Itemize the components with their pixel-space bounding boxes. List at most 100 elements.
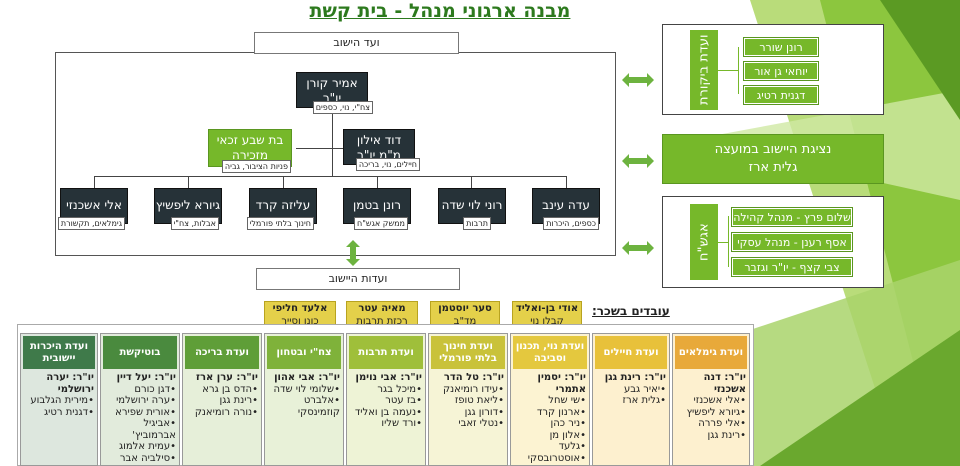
member-box: עליזה קרד חינוך בלתי פורמלי bbox=[246, 188, 317, 230]
connector-line bbox=[718, 70, 738, 71]
member-box: רונן בטמן ממשק אגש"ח bbox=[343, 188, 411, 230]
committee-title: ועדת בריכה bbox=[185, 336, 259, 369]
committee-member: אלברט קוזמינסקי bbox=[268, 395, 340, 418]
staff-role: רכזת תרבות bbox=[356, 316, 408, 327]
committee-body: יו"ר: אבי נוימן מיכל בגר בז עטר נעמה בן … bbox=[348, 372, 424, 430]
committee-member: נעמה בן ואליד bbox=[350, 407, 422, 419]
committee-chair: יו"ר: יעל דיין bbox=[116, 372, 176, 383]
committee-member: אלון מן bbox=[514, 430, 586, 442]
committee-member: רינת גגן bbox=[676, 430, 746, 442]
deputy-tag: חיילים, נוי, בריכה bbox=[355, 158, 420, 171]
member-tag: כספים, היכרות bbox=[543, 217, 599, 230]
committee-member: רינת גגן bbox=[186, 395, 258, 407]
double-arrow-icon bbox=[346, 240, 360, 266]
committee-body: יו"ר: יעל דיין דגן כורם ערה ירושלמי אורי… bbox=[102, 372, 178, 464]
committee-chair: יו"ר: רינת גגן bbox=[604, 372, 666, 383]
secretary-role: מזכירה bbox=[232, 148, 268, 162]
connector-line bbox=[94, 176, 567, 177]
committee-body: יו"ר: יערה ירושלמי מירית הגלבוע דגנית רט… bbox=[22, 372, 96, 418]
secretary-name: בת שבע זכאי bbox=[216, 133, 284, 147]
committee-chair: יו"ר: יערה ירושלמי bbox=[46, 372, 94, 395]
secretary-box: בת שבע זכאי מזכירה פניות הציבור, גביה bbox=[208, 129, 292, 173]
committee-member: הדס בן גרא bbox=[186, 384, 258, 396]
committee-member: ארנון קרד bbox=[514, 407, 586, 419]
committee-member: שלומי לוי שדה bbox=[268, 384, 340, 396]
member-box: אלי אשכנזי גימלאים, תקשורת bbox=[57, 188, 128, 230]
committee-body: יו"ר: אבי אהון שלומי לוי שדה אלברט קוזמי… bbox=[266, 372, 342, 418]
committee-chair: יו"ר: אבי נוימן bbox=[355, 372, 422, 383]
chair-tag: צח"י, נוי, כספים bbox=[312, 101, 373, 114]
audit-member: רונן שורר bbox=[743, 37, 819, 57]
member-name: רונן בטמן bbox=[352, 198, 402, 212]
member-box: עדה עינב כספים, היכרות bbox=[532, 188, 600, 230]
committee-chair: יו"ר: ערן ארז bbox=[196, 372, 258, 383]
committee-member: אביגיל אברמוביץ' bbox=[104, 418, 176, 441]
connector-line bbox=[188, 176, 189, 188]
committee-title: ועדת תרבות bbox=[349, 336, 423, 369]
audit-member: דגנית רטיג bbox=[743, 85, 819, 105]
agsh-member: צבי קצף - יו"ר וגזבר bbox=[731, 257, 853, 277]
member-name: עדה עינב bbox=[542, 198, 590, 212]
committee-member: גיורא ליפשיץ bbox=[676, 407, 746, 419]
chair-box: אמיר קורן יו"ר צח"י, נוי, כספים bbox=[296, 72, 373, 114]
committee-title: ועדת גימלאים bbox=[675, 336, 747, 369]
committee-chair: יו"ר: יסמין אתמרי bbox=[537, 372, 586, 395]
member-name: אלי אשכנזי bbox=[66, 198, 122, 212]
member-tag: אבלות, צח"י bbox=[170, 217, 219, 230]
committee-member: יאיר גבע bbox=[596, 384, 666, 396]
staff-name: סער יוסטמן bbox=[438, 303, 492, 314]
audit-committee-label: ועדת ביקורת bbox=[690, 30, 718, 110]
connector-line bbox=[283, 176, 284, 188]
member-box: גיורא ליפשיץ אבלות, צח"י bbox=[154, 188, 222, 230]
member-name: גיורא ליפשיץ bbox=[155, 198, 221, 212]
page-title: מבנה ארגוני מנהל - בית קשת bbox=[309, 0, 571, 22]
committee-body: יו"ר: ערן ארז הדס בן גרא רינת גגן נורה ר… bbox=[184, 372, 260, 418]
staff-role: כונן וסייר bbox=[281, 316, 319, 327]
committee-chair: יו"ר: אבי אהון bbox=[274, 372, 340, 383]
connector-line bbox=[377, 176, 378, 188]
committee-member: עמית אלמוג bbox=[104, 441, 176, 453]
connector-line bbox=[718, 242, 728, 243]
committee-member: מיכל בגר bbox=[350, 384, 422, 396]
connector-line bbox=[738, 47, 739, 94]
connector-line bbox=[728, 216, 729, 267]
deputy-name: דוד אילון bbox=[356, 133, 402, 147]
member-tag: גימלאים, תקשורת bbox=[57, 217, 125, 230]
committee-member: ורד שליו bbox=[350, 418, 422, 430]
committee-body: יו"ר: טל הדר עידו רומיאנק ליאת טופז דורו… bbox=[430, 372, 506, 430]
committee-member: דורון גגן bbox=[432, 407, 504, 419]
connector-line bbox=[566, 176, 567, 188]
committee-member: גלעד bbox=[514, 441, 586, 453]
committee-title: צח"י ובטחון bbox=[267, 336, 341, 369]
committee-member: ניר כהן bbox=[514, 418, 586, 430]
committee-member: גלית ארז bbox=[596, 395, 666, 407]
member-tag: תרבות bbox=[463, 217, 491, 230]
double-arrow-icon bbox=[622, 153, 654, 168]
committee-member: שי שחל bbox=[514, 395, 586, 407]
staff-role: מד"ב bbox=[453, 316, 477, 327]
committee-body: יו"ר: דנה אשכנזי אלי אשכנזי גיורא ליפשיץ… bbox=[674, 372, 748, 441]
committee-member: ערה ירושלמי bbox=[104, 395, 176, 407]
committee-member: אלי אשכנזי bbox=[676, 395, 746, 407]
agsh-member: אסף רענן - מנהל עסקי bbox=[731, 232, 853, 252]
agsh-member: שלום פרץ - מנהל קהילה bbox=[731, 207, 853, 227]
committee-title: ועדת נוי, תכנון וסביבה bbox=[513, 336, 587, 369]
committee-member: נורה רומיאנק bbox=[186, 407, 258, 419]
connector-line bbox=[94, 176, 95, 188]
committee-member: דגנית רטיג bbox=[24, 407, 94, 419]
council-rep-name: גלית ארז bbox=[748, 160, 798, 175]
committee-member: אלי פררה bbox=[676, 418, 746, 430]
deputy-box: דוד אילון מ"מ יו"ר חיילים, נוי, בריכה bbox=[343, 129, 420, 171]
agsh-label: אגש"ח bbox=[690, 204, 718, 280]
staff-name: אודי בן-ואליד bbox=[515, 303, 579, 314]
committee-member: נטלי זאבי bbox=[432, 418, 504, 430]
chair-name: אמיר קורן bbox=[306, 76, 358, 90]
connector-line bbox=[332, 108, 333, 176]
council-rep-title: נציגת היישוב במועצה bbox=[714, 142, 832, 157]
committee-member: אורית שפירא bbox=[104, 407, 176, 419]
settlement-committee-label: ועד הישוב bbox=[254, 32, 459, 54]
committee-title: בוטיקשת bbox=[103, 336, 177, 369]
double-arrow-icon bbox=[622, 72, 654, 87]
staff-name: מאיה עטר bbox=[358, 303, 406, 314]
committee-member: מירית הגלבוע bbox=[24, 395, 94, 407]
